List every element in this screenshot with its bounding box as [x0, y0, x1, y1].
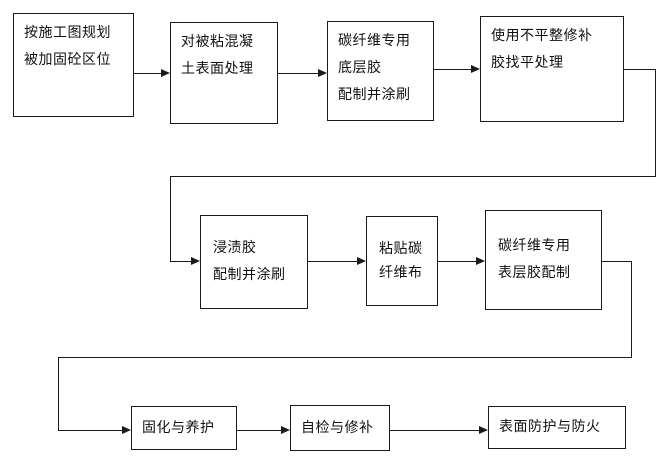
edge-n4-n5-seg-down2 — [170, 176, 171, 262]
flow-node-2[interactable]: 对被粘混凝 土表面处理 — [170, 22, 278, 124]
edge-n7-n8-seg-down — [631, 261, 632, 358]
flow-node-9[interactable]: 自检与修补 — [290, 405, 390, 451]
flow-node-10[interactable]: 表面防护与防火 — [488, 406, 626, 449]
flow-node-7[interactable]: 碳纤维专用 表层胶配制 — [485, 210, 602, 310]
edge-n7-n8-seg-in — [58, 430, 122, 431]
edge-n4-n5-seg-down — [655, 69, 656, 177]
edge-n2-n3-line — [278, 73, 318, 74]
edge-n5-n6-arrowhead — [357, 256, 366, 265]
edge-n7-n8-seg-right — [602, 261, 632, 262]
edge-n3-n4-arrowhead — [471, 64, 480, 73]
flow-node-8[interactable]: 固化与养护 — [131, 406, 237, 450]
edge-n8-n9-line — [237, 430, 281, 431]
edge-n7-n8-seg-left — [58, 357, 632, 358]
edge-n4-n5-seg-left — [170, 176, 656, 177]
edge-n7-n8-seg-down2 — [58, 357, 59, 431]
edge-n9-n10-line — [390, 430, 479, 431]
edge-n1-n2-line — [134, 73, 161, 74]
flow-node-6[interactable]: 粘贴碳 纤维布 — [366, 216, 438, 306]
edge-n3-n4-line — [434, 69, 471, 70]
edge-n6-n7-arrowhead — [476, 256, 485, 265]
edge-n8-n9-arrowhead — [281, 425, 290, 434]
flow-node-4[interactable]: 使用不平整修补 胶找平处理 — [480, 16, 624, 122]
edge-n1-n2-arrowhead — [161, 68, 170, 77]
edge-n5-n6-line — [308, 261, 357, 262]
edge-n6-n7-line — [438, 261, 476, 262]
flow-node-5[interactable]: 浸渍胶 配制并涂刷 — [200, 215, 308, 309]
edge-n7-n8-arrowhead — [122, 425, 131, 434]
edge-n2-n3-arrowhead — [318, 68, 327, 77]
edge-n4-n5-arrowhead — [191, 256, 200, 265]
flow-node-1[interactable]: 按施工图规划 被加固砼区位 — [13, 13, 134, 117]
edge-n4-n5-seg-right — [624, 69, 656, 70]
edge-n9-n10-arrowhead — [479, 425, 488, 434]
edge-n4-n5-seg-in — [170, 261, 191, 262]
flow-node-3[interactable]: 碳纤维专用 底层胶 配制并涂刷 — [327, 21, 434, 121]
